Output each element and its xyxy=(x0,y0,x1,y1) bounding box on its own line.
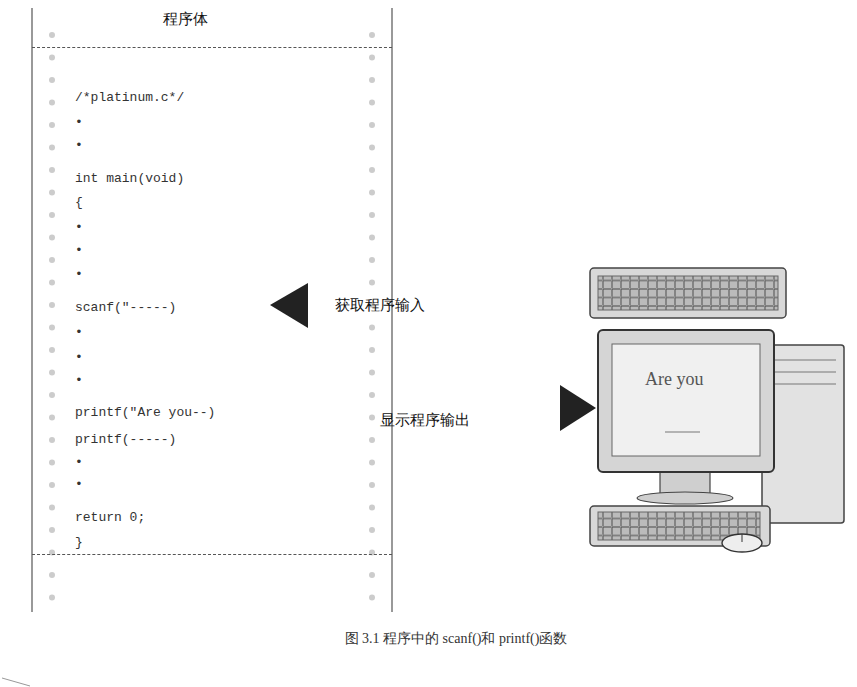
code-line: • xyxy=(75,115,83,130)
code-line: int main(void) xyxy=(75,171,184,186)
code-line: scanf("-----) xyxy=(75,300,176,315)
code-line: { xyxy=(75,195,83,210)
heading: 程序体 xyxy=(163,10,208,29)
code-line: printf(-----) xyxy=(75,432,176,447)
code-line: • xyxy=(75,455,83,470)
keyboard-top xyxy=(590,268,786,318)
code-line: • xyxy=(75,138,83,153)
code-line: return 0; xyxy=(75,510,145,525)
output-arrow xyxy=(560,385,596,431)
code-line: • xyxy=(75,373,83,388)
computer xyxy=(590,330,844,552)
arrow-label: 获取程序输入 xyxy=(335,296,425,315)
screen-text: Are you xyxy=(645,369,703,390)
input-arrow xyxy=(270,283,308,328)
code-line: } xyxy=(75,535,83,550)
code-line: • xyxy=(75,267,83,282)
arrow-label: 显示程序输出 xyxy=(380,411,470,430)
scan-mark xyxy=(2,678,30,686)
code-line: printf("Are you--) xyxy=(75,405,215,420)
code-line: /*platinum.c*/ xyxy=(75,90,184,105)
code-line: • xyxy=(75,477,83,492)
code-line: • xyxy=(75,350,83,365)
monitor-screen: Are you xyxy=(612,344,760,456)
figure-caption: 图 3.1 程序中的 scanf()和 printf()函数 xyxy=(345,630,568,648)
code-line: • xyxy=(75,220,83,235)
code-line: • xyxy=(75,325,83,340)
code-line: • xyxy=(75,243,83,258)
